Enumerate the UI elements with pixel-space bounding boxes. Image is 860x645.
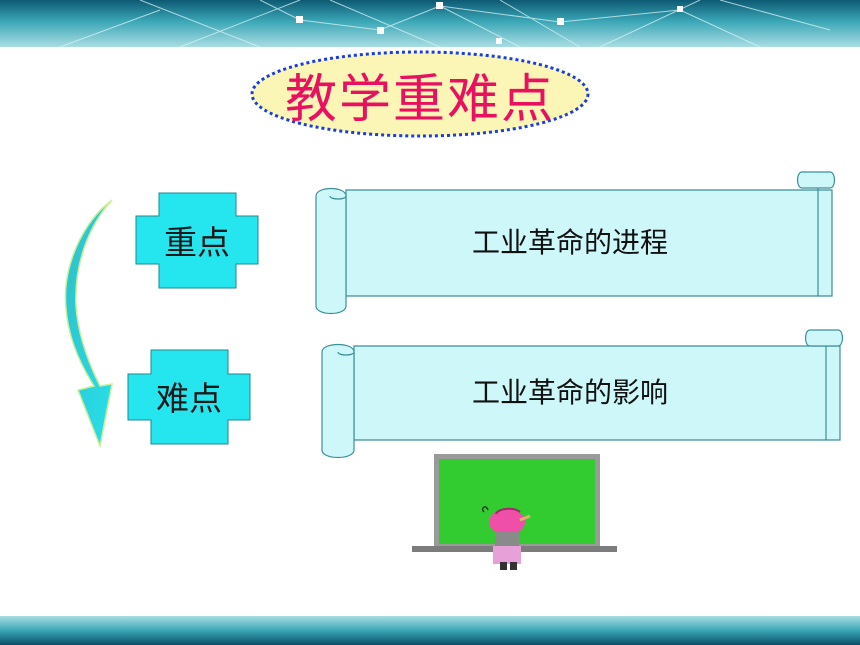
key-point-cross (135, 192, 259, 289)
difficult-point-content: 工业革命的影响 (471, 376, 668, 409)
scroll-banner-icon (321, 329, 844, 459)
difficult-point-label: 难点 (156, 379, 222, 418)
header-band (0, 0, 860, 48)
page-title: 教学重难点 (284, 69, 555, 130)
title-ellipse (250, 50, 590, 138)
footer-band (0, 616, 860, 645)
difficult-point-cross (127, 349, 251, 445)
key-point-content: 工业革命的进程 (471, 226, 668, 259)
key-point-label: 重点 (164, 223, 230, 262)
curved-arrow-icon (64, 199, 113, 449)
teacher-at-blackboard-icon (412, 454, 617, 570)
scroll-banner-icon (315, 171, 836, 315)
